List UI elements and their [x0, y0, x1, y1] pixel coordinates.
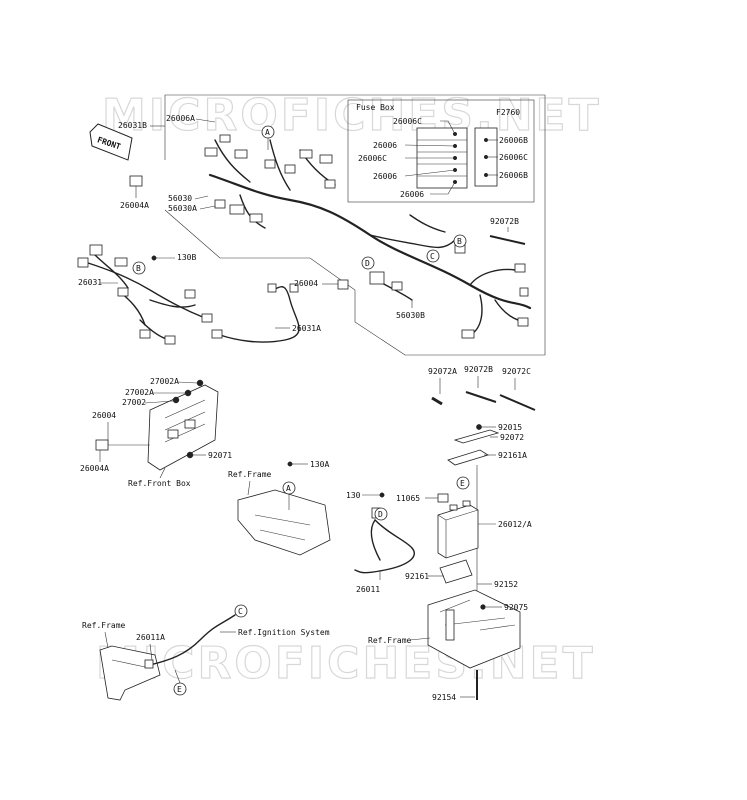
front-arrow: FRONT	[89, 123, 133, 161]
label-26031B: 26031B	[118, 121, 147, 130]
fuse-label-left-5: 26006	[400, 190, 424, 199]
clamps-92072: 92072A 92072B 92072C	[428, 365, 536, 411]
ref-frame-3: Ref.Frame	[82, 621, 126, 630]
label-92072B: 92072B	[464, 365, 493, 374]
fuse-label-left-4: 26006	[373, 172, 397, 181]
label-26012A: 26012/A	[498, 520, 532, 529]
label-92072C: 92072C	[502, 367, 531, 376]
label-56030A: 56030A	[168, 204, 197, 213]
fuse-label-right-1: 26006B	[499, 136, 528, 145]
watermark-bottom: MICROFICHES.NET	[96, 638, 596, 689]
fuse-label-left-1: 26006C	[393, 117, 422, 126]
fuse-box: Fuse Box F2760 26006C 26006 26006C 26006…	[347, 99, 535, 203]
callout-A-1: A	[265, 128, 270, 137]
main-harness	[204, 134, 532, 339]
callout-B-1: B	[457, 237, 462, 246]
watermark-top: MICROFICHES.NET	[102, 90, 602, 141]
callout-D-1: D	[365, 259, 370, 268]
fuse-label-left-3: 26006C	[358, 154, 387, 163]
mid-labels: 26004 56030B 92072B	[294, 217, 526, 320]
ref-frame-2: Ref.Frame	[368, 636, 412, 645]
label-92072A: 92072A	[428, 367, 457, 376]
callout-D-2: D	[378, 510, 383, 519]
label-92161: 92161	[405, 572, 429, 581]
ref-front-box: Ref.Front Box	[128, 479, 191, 488]
label-92072B-top: 92072B	[490, 217, 519, 226]
front-box: 27002A 27002A 27002 26004 26004A 92071 R…	[80, 377, 232, 488]
battery-assembly: 92015 92072 92161A E 26012/A 130 11065 9…	[346, 423, 532, 600]
label-27002A-2: 27002A	[125, 388, 154, 397]
label-92015: 92015	[498, 423, 522, 432]
harness-26031: 130B 26031	[77, 244, 213, 345]
fuse-box-title: Fuse Box	[356, 103, 395, 112]
callout-C-2: C	[238, 607, 243, 616]
label-26004A-left: 26004A	[80, 464, 109, 473]
fuse-box-ref: F2760	[496, 108, 520, 117]
label-92071: 92071	[208, 451, 232, 460]
label-27002A-1: 27002A	[150, 377, 179, 386]
label-26004-left: 26004	[92, 411, 116, 420]
label-27002: 27002	[122, 398, 146, 407]
label-92161A: 92161A	[498, 451, 527, 460]
fuse-label-right-3: 26006B	[499, 171, 528, 180]
lower-left-frame: Ref.Frame 26011A C Ref.Ignition System E	[82, 604, 330, 701]
label-26011: 26011	[356, 585, 380, 594]
ref-frame-1: Ref.Frame	[228, 470, 272, 479]
callout-B-2: B	[136, 264, 141, 273]
callout-C-1: C	[430, 252, 435, 261]
label-26031: 26031	[78, 278, 102, 287]
battery-tray: 92152 92075 Ref.Frame 92154	[368, 580, 528, 702]
upper-labels: 26031B 26006A 26004A 56030 56030A	[118, 114, 216, 213]
label-26006A: 26006A	[166, 114, 195, 123]
label-26004-mid: 26004	[294, 279, 318, 288]
label-92152: 92152	[494, 580, 518, 589]
label-26031A: 26031A	[292, 324, 321, 333]
callout-E-2: E	[177, 685, 182, 694]
harness-26031A: 26031A	[211, 283, 321, 343]
label-130: 130	[346, 491, 361, 500]
callouts-upper: A B C B D	[132, 125, 467, 275]
label-130B: 130B	[177, 253, 196, 262]
harness-boundary	[164, 94, 546, 356]
label-92154: 92154	[432, 693, 456, 702]
label-11065: 11065	[396, 494, 420, 503]
label-130A: 130A	[310, 460, 329, 469]
fuse-label-right-2: 26006C	[499, 153, 528, 162]
ref-ignition-system: Ref.Ignition System	[238, 628, 330, 637]
label-56030: 56030	[168, 194, 192, 203]
label-92075: 92075	[504, 603, 528, 612]
connector-26004A-top	[129, 175, 143, 187]
label-26011A: 26011A	[136, 633, 165, 642]
fuse-label-left-2: 26006	[373, 141, 397, 150]
frame-bracket: Ref.Frame A 130A	[228, 460, 331, 556]
label-56030B: 56030B	[396, 311, 425, 320]
label-26004A-top: 26004A	[120, 201, 149, 210]
callout-A-2: A	[286, 484, 291, 493]
callout-E-1: E	[460, 479, 465, 488]
label-92072: 92072	[500, 433, 524, 442]
